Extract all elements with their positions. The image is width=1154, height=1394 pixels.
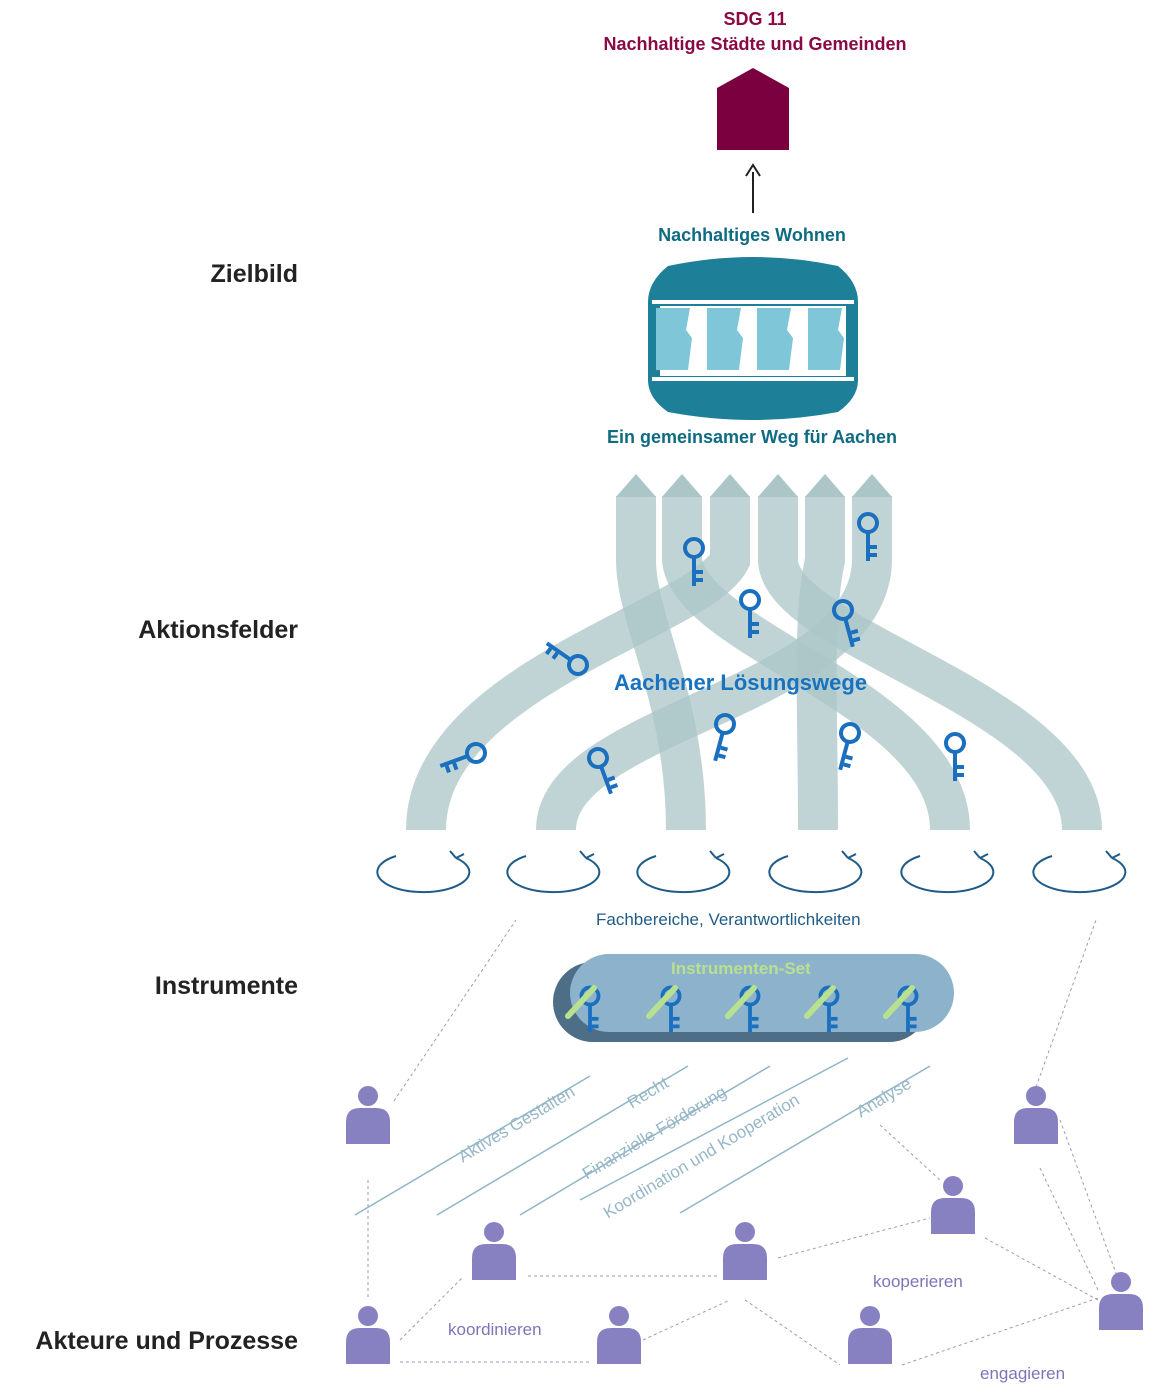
- key-icon: [713, 713, 736, 762]
- person-icon: [1014, 1086, 1058, 1144]
- cycle-icon: [506, 850, 601, 894]
- path-arrow-tip: [805, 474, 845, 497]
- connector-line: [984, 1237, 1099, 1301]
- connector-line: [879, 1124, 941, 1181]
- slash-mark: [804, 985, 836, 1019]
- person-icon: [1099, 1272, 1143, 1330]
- aachener-loesungswege-label: Aachener Lösungswege: [614, 670, 868, 695]
- connector-line: [1039, 1167, 1099, 1291]
- instrument-line: [579, 1057, 849, 1201]
- keys-group: [439, 512, 966, 795]
- cycles-group: [376, 850, 1127, 894]
- connector-line: [1059, 1119, 1121, 1285]
- slash-mark: [565, 985, 597, 1019]
- sdg-number: SDG 11: [723, 9, 787, 29]
- path-arrow-tip: [662, 474, 702, 497]
- key-icon: [818, 985, 840, 1033]
- cycle-icon: [768, 850, 863, 894]
- level-label-zielbild: Zielbild: [210, 260, 299, 288]
- person-icon: [346, 1086, 390, 1144]
- arrow-head: [745, 163, 761, 177]
- house-icon: [717, 68, 789, 150]
- key-icon: [739, 589, 761, 638]
- verb-koordinieren: koordinieren: [448, 1320, 542, 1339]
- level-label-akteure: Akteure und Prozesse: [35, 1327, 298, 1355]
- connector-line: [393, 919, 517, 1102]
- instrumenten-set-label: Instrumenten-Set: [671, 959, 811, 978]
- key-icon: [944, 732, 966, 781]
- instrument-line: [354, 1075, 591, 1216]
- slash-mark: [646, 985, 678, 1019]
- key-icon: [838, 722, 861, 771]
- connector-line: [1035, 919, 1097, 1088]
- key-icon: [857, 512, 879, 561]
- connector-line: [777, 1217, 931, 1259]
- verb-engagieren: engagieren: [980, 1364, 1066, 1383]
- slash-mark: [725, 985, 757, 1019]
- level-label-instrumente: Instrumente: [154, 972, 298, 1000]
- path-strand: [536, 496, 892, 833]
- path-strand: [662, 496, 970, 832]
- building-icon: [648, 257, 858, 420]
- level-label-aktionsfelder: Aktionsfelder: [138, 616, 298, 644]
- person-icon: [472, 1222, 516, 1280]
- person-icon: [723, 1222, 767, 1280]
- key-icon: [832, 599, 861, 648]
- cycle-icon: [1032, 850, 1127, 894]
- cycle-icon: [636, 850, 731, 894]
- key-icon: [579, 985, 601, 1033]
- instrumenten-set: [553, 954, 954, 1042]
- zielbild-bottom-label: Ein gemeinsamer Weg für Aachen: [606, 427, 898, 447]
- path-arrow-tip: [852, 474, 892, 497]
- connector-line: [399, 1277, 463, 1341]
- instrument-lines: [354, 1057, 931, 1216]
- person-icon: [346, 1306, 390, 1364]
- actor-network: [367, 919, 1121, 1366]
- loesungswege-paths: [406, 474, 1102, 833]
- sdg-title: Nachhaltige Städte und Gemeinden: [603, 34, 907, 54]
- fachbereiche-label: Fachbereiche, Verantwortlichkeiten: [596, 910, 861, 929]
- instrument-line: [436, 1065, 689, 1216]
- person-icon: [597, 1306, 641, 1364]
- cycle-icon: [900, 850, 995, 894]
- path-strand: [758, 496, 1102, 832]
- key-icon: [439, 742, 487, 774]
- path-arrow-tip: [616, 474, 656, 497]
- path-arrow-tip: [710, 474, 750, 497]
- connector-line: [744, 1299, 841, 1366]
- key-icon: [660, 985, 682, 1033]
- connector-line: [901, 1297, 1099, 1366]
- key-icon: [739, 985, 761, 1033]
- instrument-line: [519, 1065, 771, 1216]
- key-icon: [587, 747, 619, 795]
- person-icon: [848, 1306, 892, 1364]
- instrument-line: [679, 1065, 931, 1214]
- slash-mark: [883, 985, 915, 1019]
- verb-kooperieren: kooperieren: [873, 1272, 963, 1291]
- person-icon: [931, 1176, 975, 1234]
- path-strand: [616, 496, 706, 831]
- cycle-icon: [376, 850, 471, 894]
- path-arrow-tip: [758, 474, 798, 497]
- zielbild-top-label: Nachhaltiges Wohnen: [658, 225, 846, 245]
- key-icon: [683, 537, 705, 586]
- key-icon: [544, 641, 589, 676]
- key-icon: [897, 985, 919, 1033]
- connector-line: [642, 1299, 731, 1341]
